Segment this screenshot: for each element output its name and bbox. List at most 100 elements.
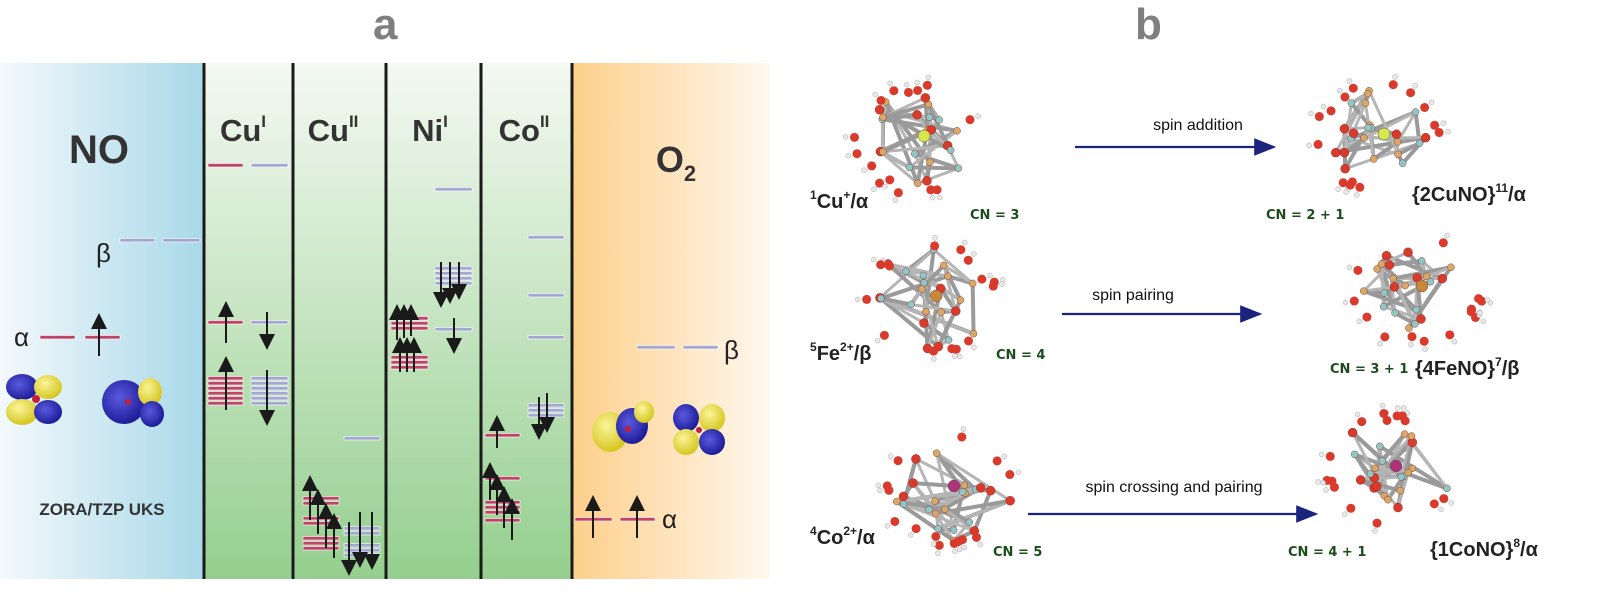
atom — [937, 308, 945, 316]
atom — [941, 505, 949, 514]
method-label: ZORA/TZP UKS — [39, 500, 164, 519]
atom — [919, 271, 928, 280]
orbital-level — [302, 516, 340, 521]
orbital-level — [250, 376, 289, 381]
bond — [880, 112, 920, 122]
atom — [953, 127, 961, 135]
hydrogen-atom — [882, 183, 888, 190]
row2-left-cn: CN = 4 — [996, 348, 1045, 363]
hydrogen-atom — [971, 251, 977, 257]
atom — [913, 179, 922, 188]
atom — [1381, 251, 1392, 261]
atom — [968, 279, 977, 288]
oxygen-atom — [1329, 482, 1339, 492]
atom — [1396, 486, 1404, 495]
atom — [931, 497, 939, 505]
oxygen-atom — [930, 241, 940, 251]
column-header-cu2: CuII — [308, 112, 359, 148]
atom — [1412, 306, 1420, 314]
orbital-level — [484, 510, 521, 515]
hydrogen-atom — [870, 256, 877, 263]
atom — [1340, 164, 1350, 174]
hydrogen-atom — [1015, 469, 1022, 475]
hydrogen-atom — [1451, 338, 1458, 345]
atom — [1404, 468, 1412, 477]
atom — [1377, 260, 1386, 268]
atom — [1389, 282, 1400, 292]
oxygen-atom — [926, 185, 936, 195]
hydrogen-atom — [999, 281, 1005, 287]
row1-arrow-label: spin addition — [1153, 117, 1243, 134]
bond — [1410, 440, 1449, 490]
no-alpha-label: α — [14, 322, 29, 352]
hydrogen-atom — [1318, 451, 1325, 458]
oxygen-atom — [957, 535, 967, 545]
no-pi-orbital-right — [102, 378, 164, 427]
o2-beta-label: β — [724, 335, 739, 365]
atom — [912, 110, 922, 120]
bond — [943, 507, 976, 533]
atom — [922, 307, 930, 316]
atom — [960, 481, 969, 490]
atom — [976, 483, 986, 493]
hydrogen-atom — [1372, 528, 1378, 534]
panel-b-diagram: 1Cu+/α CN = 3 spin addition CN = 2 + 1 {… — [810, 74, 1539, 561]
row3-right-cn: CN = 4 + 1 — [1288, 545, 1366, 560]
panel-a-diagram: NO O2 CuI CuII NiI CoII β α β α ZORA/TZP… — [0, 63, 770, 579]
hydrogen-atom — [930, 541, 937, 547]
atom — [1394, 150, 1402, 159]
row1-right-cn: CN = 2 + 1 — [1266, 208, 1344, 223]
atom — [877, 294, 885, 303]
hydrogen-atom — [1377, 341, 1383, 347]
atom — [1400, 430, 1409, 438]
oxygen-atom — [885, 175, 895, 185]
metal-atom — [1389, 459, 1403, 473]
oxygen-atom — [1430, 120, 1440, 130]
atom — [1380, 289, 1388, 297]
oxygen-atom — [1362, 312, 1372, 322]
hydrogen-atom — [1000, 276, 1006, 283]
hydrogen-atom — [842, 134, 849, 140]
orbital-level — [390, 365, 429, 370]
atom — [1447, 263, 1455, 271]
bond — [911, 481, 983, 490]
atom — [1403, 247, 1413, 257]
column-header-ni1: NiI — [412, 112, 448, 148]
orbital-level — [343, 526, 381, 531]
atom — [965, 518, 974, 527]
column-header-co2: CoII — [499, 112, 550, 148]
hydrogen-atom — [987, 272, 993, 279]
atom — [1416, 314, 1426, 324]
o2-title: O2 — [656, 139, 696, 186]
oxygen-atom — [884, 485, 894, 495]
atom — [1373, 265, 1381, 273]
bond — [970, 281, 976, 336]
orbital-level — [390, 321, 429, 326]
hydrogen-atom — [884, 523, 891, 529]
orbital-level — [250, 163, 289, 168]
cluster-models — [842, 74, 1494, 556]
hydrogen-atom — [1440, 120, 1447, 126]
orbital-level — [302, 546, 340, 551]
hydrogen-atom — [1395, 405, 1401, 411]
panel-b-letter: b — [1135, 0, 1162, 49]
bond — [909, 302, 958, 313]
oxygen-atom — [965, 115, 975, 125]
metal-atom — [929, 289, 943, 303]
atom — [1364, 89, 1372, 98]
oxygen-atom — [1438, 238, 1448, 248]
hydrogen-atom — [1428, 99, 1435, 106]
bond — [885, 261, 944, 315]
hydrogen-atom — [1444, 232, 1450, 239]
atom — [1376, 442, 1384, 450]
orbital-level — [484, 433, 521, 438]
bond — [935, 451, 956, 532]
bond — [880, 117, 960, 133]
hydrogen-atom — [1438, 506, 1444, 513]
atom — [898, 491, 909, 502]
oxygen-atom — [949, 538, 959, 548]
atom — [985, 485, 996, 496]
hydrogen-atom — [1320, 480, 1326, 486]
hydrogen-atom — [1323, 487, 1329, 493]
